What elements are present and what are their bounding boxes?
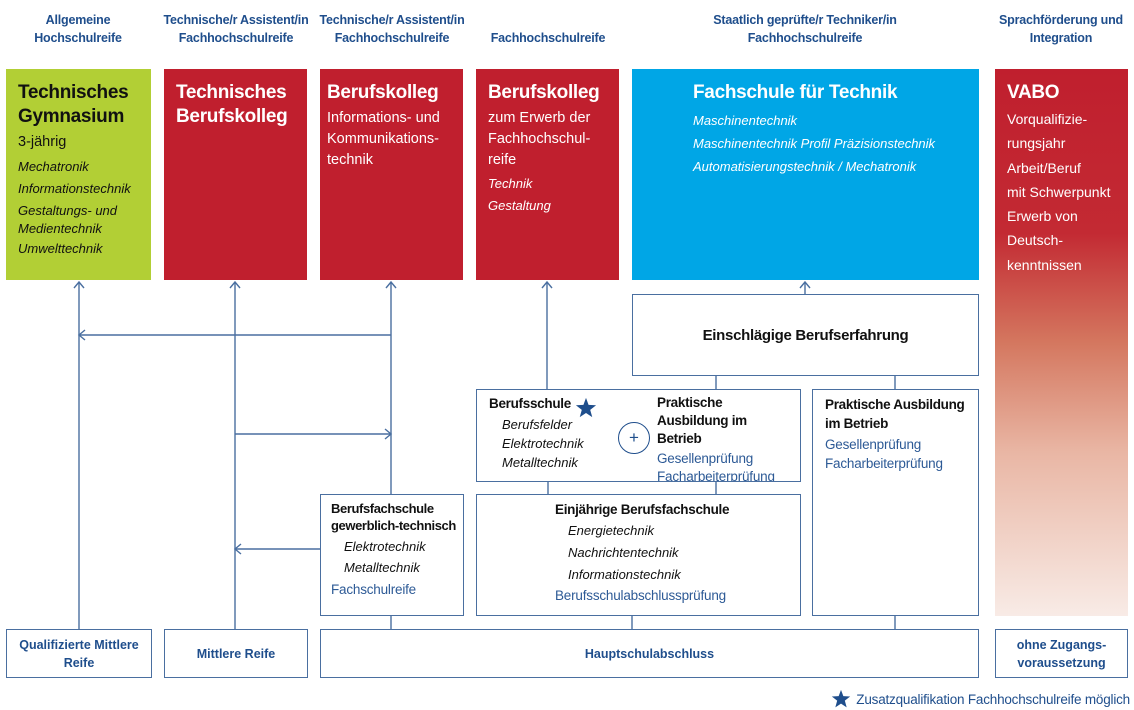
arrow-left-tg xyxy=(77,329,86,341)
line: mit Schwerpunkt xyxy=(1007,183,1111,200)
arrow-up-tg xyxy=(73,280,85,289)
item: Informationstechnik xyxy=(568,567,681,582)
star-icon xyxy=(575,397,597,418)
arrow-up-bk-fhr xyxy=(541,280,553,289)
item: Elektrotechnik xyxy=(344,539,426,554)
column-berufskolleg-fhr[interactable]: Berufskolleg zum Erwerb der Fachhochschu… xyxy=(476,69,619,280)
header-fst: Staatlich geprüfte/r Techniker/in Fachho… xyxy=(713,13,897,45)
praktische-ausbildung: Praktische Ausbildung im Betrieb Geselle… xyxy=(657,394,794,482)
box-dual-system[interactable]: Berufsschule Berufsfelder Elektrotechnik… xyxy=(476,389,801,482)
item: Informationstechnik xyxy=(18,181,131,196)
subtitle: Informations- und Kommunikations-technik xyxy=(327,110,440,168)
item: Nachrichtentechnik xyxy=(568,545,679,560)
star-icon xyxy=(832,689,851,708)
entry-mittlere-reife[interactable]: Mittlere Reife xyxy=(164,629,308,678)
title: Berufsfachschule gewerblich-technisch xyxy=(331,501,456,533)
plus-icon: + xyxy=(618,422,650,454)
label: Qualifizierte Mittlere Reife xyxy=(19,637,139,670)
exam: Gesellenprüfung xyxy=(657,451,754,466)
item: Gestaltungs- und Medientechnik xyxy=(18,203,118,236)
line: kenntnissen xyxy=(1007,256,1082,273)
box-praktische-ausbildung[interactable]: Praktische Ausbildung im Betrieb Geselle… xyxy=(812,389,979,616)
result: Fachschulreife xyxy=(331,582,416,597)
title: Fachschule für Technik xyxy=(693,82,898,103)
entry-ohne-zugangsvoraussetzung[interactable]: ohne Zugangs-voraussetzung xyxy=(995,629,1128,678)
entry-qualifizierte-mittlere-reife[interactable]: Qualifizierte Mittlere Reife xyxy=(6,629,152,678)
box-berufsfachschule[interactable]: Berufsfachschule gewerblich-technisch El… xyxy=(320,494,464,616)
label: Mittlere Reife xyxy=(196,646,276,661)
item: Berufsfelder xyxy=(502,417,573,432)
title: Technisches Berufskolleg xyxy=(176,82,288,127)
arrow-up-fst xyxy=(799,280,811,289)
exam: Facharbeiterprüfung xyxy=(657,469,775,482)
vabo-description: Vorqualifizie- rungsjahr Arbeit/Beruf mi… xyxy=(1007,107,1116,277)
exam: Gesellenprüfung xyxy=(825,437,922,452)
result: Berufsschulabschlussprüfung xyxy=(555,588,726,603)
header-allgemeine-hochschulreife: Allgemeine Hochschulreife xyxy=(34,13,122,45)
item: Metalltechnik xyxy=(502,455,578,470)
arrow-left-tbk xyxy=(233,543,242,555)
legend-text: Zusatzqualifikation Fachhochschulreife m… xyxy=(856,691,1130,707)
box-berufserfahrung[interactable]: Einschlägige Berufserfahrung xyxy=(632,294,979,376)
title: Einjährige Berufsfachschule xyxy=(555,502,730,517)
column-berufskolleg-ik[interactable]: Berufskolleg Informations- und Kommunika… xyxy=(320,69,463,280)
line: Deutsch- xyxy=(1007,232,1064,249)
subtitle: 3-jährig xyxy=(18,134,67,150)
item: Maschinentechnik Profil Präzisionstechni… xyxy=(693,136,936,151)
label: Hauptschulabschluss xyxy=(584,646,715,661)
berufsschule-title: Berufsschule xyxy=(489,396,571,411)
item: Elektrotechnik xyxy=(502,436,584,451)
entry-hauptschulabschluss[interactable]: Hauptschulabschluss xyxy=(320,629,979,678)
item: Mechatronik xyxy=(18,159,89,174)
item: Metalltechnik xyxy=(344,560,420,575)
item: Maschinentechnik xyxy=(693,113,798,128)
line: Arbeit/Beruf xyxy=(1007,159,1081,176)
label: ohne Zugangs-voraussetzung xyxy=(1016,637,1107,670)
title: Technisches Gymnasium xyxy=(18,82,129,127)
column-technisches-gymnasium[interactable]: Technisches Gymnasium 3-jährig Mechatron… xyxy=(6,69,151,280)
header-tbk: Technische/r Assistent/in Fachhochschulr… xyxy=(163,13,309,45)
praktische-ausbildung-title: Praktische Ausbildung im Betrieb xyxy=(657,395,747,446)
column-vabo[interactable]: VABO Vorqualifizie- rungsjahr Arbeit/Ber… xyxy=(995,69,1128,616)
header-vabo: Sprachförderung und Integration xyxy=(999,13,1123,45)
title: VABO xyxy=(1007,82,1060,103)
title: Berufskolleg xyxy=(488,82,600,103)
line: rungsjahr xyxy=(1007,135,1066,152)
title: Berufskolleg xyxy=(327,82,439,103)
exam: Facharbeiterprüfung xyxy=(825,456,943,471)
legend: Zusatzqualifikation Fachhochschulreife m… xyxy=(780,688,1134,710)
berufsschule: Berufsschule Berufsfelder Elektrotechnik… xyxy=(489,394,611,472)
box-einjaehrige-berufsfachschule[interactable]: Einjährige Berufsfachschule Energietechn… xyxy=(476,494,801,616)
arrow-up-bk-ik xyxy=(385,280,397,289)
item: Technik xyxy=(488,176,533,191)
column-technisches-berufskolleg[interactable]: Technisches Berufskolleg xyxy=(164,69,307,280)
arrow-up-tbk xyxy=(229,280,241,289)
title: Einschlägige Berufserfahrung xyxy=(702,326,909,344)
item: Energietechnik xyxy=(568,523,654,538)
title: Praktische Ausbildung im Betrieb xyxy=(825,397,965,431)
berufsschule-items: Berufsfelder Elektrotechnik Metalltechni… xyxy=(502,415,611,472)
item: Gestaltung xyxy=(488,198,551,213)
arrow-right-bk-ik xyxy=(384,428,393,440)
column-fachschule-technik[interactable]: Fachschule für Technik Maschinentechnik … xyxy=(632,69,979,280)
item: Umwelttechnik xyxy=(18,241,103,256)
header-bk-ik: Technische/r Assistent/in Fachhochschulr… xyxy=(319,13,465,45)
line: Vorqualifizie- xyxy=(1007,111,1088,127)
subtitle: zum Erwerb der Fachhochschul-reife xyxy=(488,110,591,168)
line: Erwerb von xyxy=(1007,208,1078,225)
item: Automatisierungstechnik / Mechatronik xyxy=(693,159,917,174)
header-bk-fhr: Fachhochschulreife xyxy=(490,31,606,45)
